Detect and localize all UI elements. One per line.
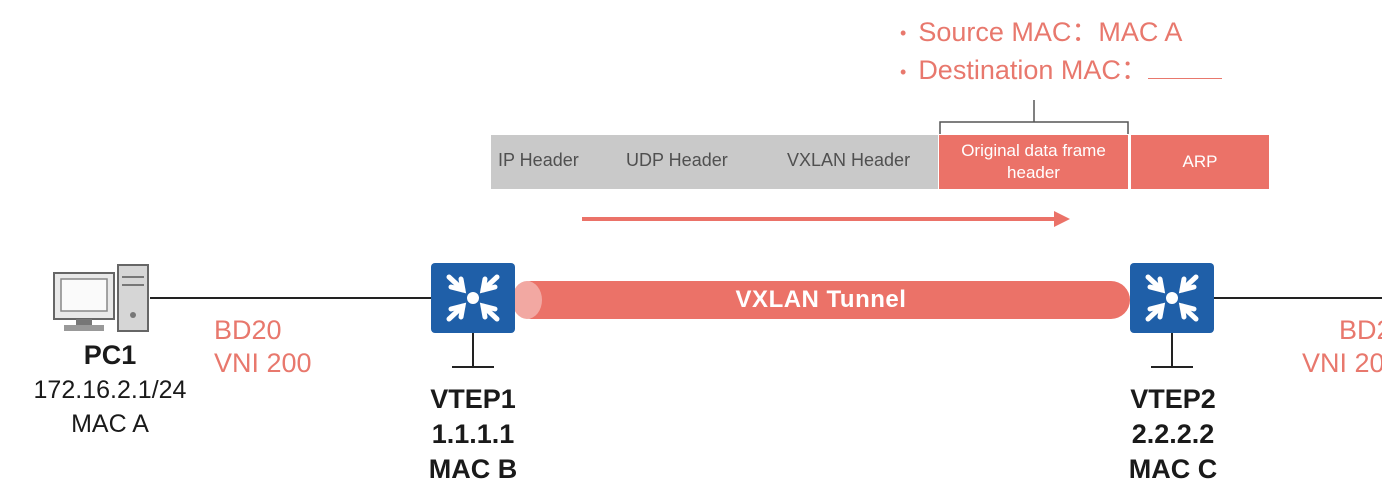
udp-header-label: UDP Header [626,150,728,170]
bd-right-vni: VNI 20 [1302,348,1382,378]
bd-left-vni: VNI 200 [214,348,312,378]
answer-blank [1147,54,1222,80]
vtep1-switch-icon [431,263,515,333]
vtep1-label: VTEP1 1.1.1.1 MAC B [393,382,553,487]
vtep2-switch-icon [1130,263,1214,333]
bd-right-label: BD2 VNI 20 [1302,314,1382,380]
vtep1-mac: MAC B [428,454,518,484]
pc1-name: PC1 [83,340,137,370]
vxlan-header-label: VXLAN Header [787,150,911,170]
destination-mac-text: Destination MAC： [918,55,1148,86]
pc1-vtep1-link [150,297,432,299]
bullet-icon: • [900,61,907,82]
bd-right-bd: BD2 [1339,315,1382,345]
vtep2-stand [1171,333,1173,367]
pc1-ip: 172.16.2.1/24 [33,376,187,404]
bd-left-bd: BD20 [214,315,282,345]
tunnel-end-cap [512,281,542,319]
vtep1-base [452,366,494,368]
pc-icon [53,264,149,332]
original-frame-header-label: Original data frame header [961,141,1106,182]
vtep1-stand [472,333,474,367]
pc1-mac: MAC A [71,410,149,438]
vtep1-ip: 1.1.1.1 [431,419,515,449]
vxlan-tunnel: VXLAN Tunnel [512,281,1130,319]
pc1-label: PC1 172.16.2.1/24 MAC A [10,338,210,441]
source-mac-text: Source MAC：MAC A [918,17,1183,47]
ip-header-label: IP Header [498,150,579,170]
source-mac-item: • Source MAC：MAC A [900,14,1222,52]
vtep2-mac: MAC C [1128,454,1218,484]
arp-label: ARP [1182,152,1218,171]
arp-cell: ARP [1131,135,1269,189]
destination-mac-item: • Destination MAC： [900,52,1222,90]
vtep2-label: VTEP2 2.2.2.2 MAC C [1093,382,1253,487]
bd-left-label: BD20 VNI 200 [214,314,312,380]
outer-header-bar [491,135,938,189]
vtep2-ip: 2.2.2.2 [1131,419,1215,449]
vxlan-tunnel-label: VXLAN Tunnel [735,286,907,313]
vtep2-base [1151,366,1193,368]
vtep2-name: VTEP2 [1130,384,1216,414]
vtep2-right-link [1214,297,1382,299]
info-list: • Source MAC：MAC A • Destination MAC： [900,14,1222,91]
original-frame-header-cell: Original data frame header [939,135,1128,189]
bullet-icon: • [900,23,907,44]
vtep1-name: VTEP1 [430,384,516,414]
